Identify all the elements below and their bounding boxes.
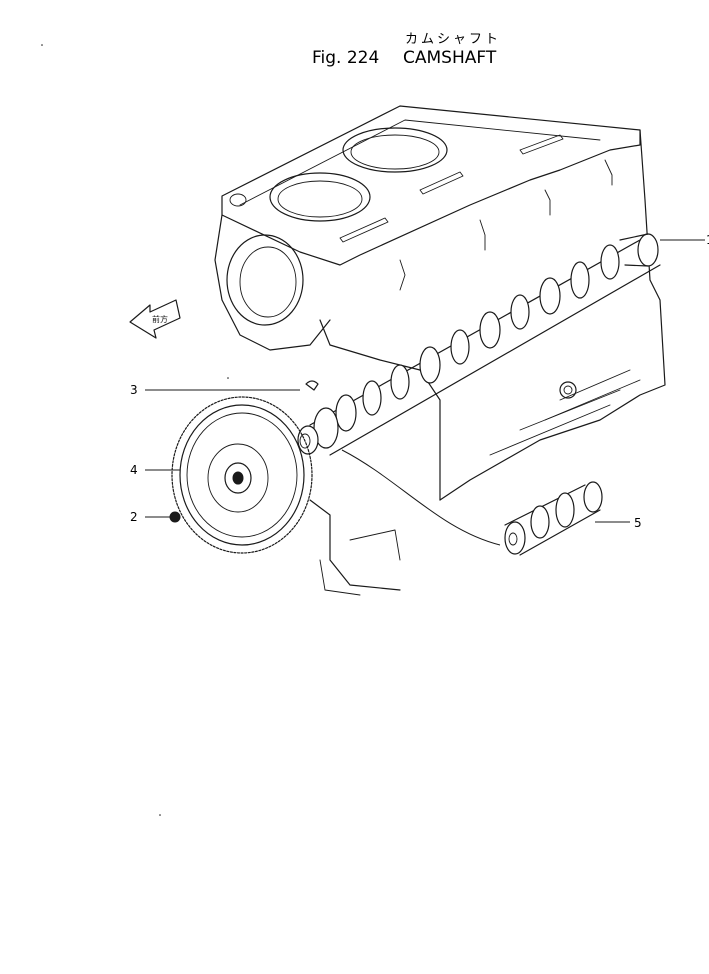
leader-lines (145, 239, 705, 523)
callout-3: 3 (130, 383, 138, 397)
gear-teeth-ring (171, 396, 313, 554)
key (305, 380, 319, 391)
scan-specks (41, 44, 229, 816)
camshaft (297, 233, 661, 456)
page-title: CAMSHAFT (403, 48, 497, 68)
engine-block (214, 105, 666, 596)
header: カムシャフト Fig. 224 CAMSHAFT (312, 32, 501, 68)
callouts: 1 2 3 4 5 (130, 233, 709, 530)
callout-5: 5 (634, 516, 642, 530)
figure-number: Fig. 224 (312, 48, 379, 68)
front-direction-arrow-icon: 前方 (129, 299, 181, 339)
camshaft-detail-view (341, 449, 603, 556)
nut (169, 511, 181, 523)
callout-1: 1 (706, 233, 709, 247)
callout-4: 4 (130, 463, 138, 477)
svg-text:前方: 前方 (152, 314, 168, 324)
title-japanese: カムシャフト (405, 32, 501, 47)
camshaft-gear (171, 396, 313, 554)
callout-2: 2 (130, 510, 138, 524)
cam-lobes (335, 244, 620, 432)
